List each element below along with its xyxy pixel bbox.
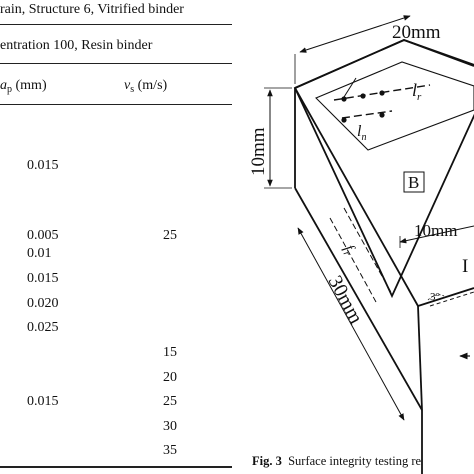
table-cell-ap: 0.015	[27, 158, 59, 173]
dim-inner-arrow	[399, 225, 474, 244]
table-cell-vs: 20	[163, 370, 177, 385]
ap-subscript: p	[7, 84, 12, 95]
figure-caption: Fig. 3 Surface integrity testing re	[252, 454, 421, 469]
block-top-face	[293, 39, 474, 299]
vs-unit: (m/s)	[134, 78, 168, 93]
table-header-bottom-rule	[0, 104, 232, 105]
vs-subscript: s	[130, 84, 135, 95]
dim-30mm-arrow	[297, 227, 405, 421]
angle-label: 3°	[430, 291, 440, 303]
table-cell-vs: 25	[163, 228, 177, 243]
dim-20mm-arrow	[299, 15, 411, 53]
column-header-ap: ap (mm)	[0, 78, 47, 95]
figure-3: lr ln 20mm 10mm 30mm fr B	[232, 0, 474, 474]
table-cell-ap: 0.025	[27, 320, 59, 335]
angle-arc	[427, 294, 445, 301]
block-outline	[293, 39, 474, 474]
track-dot	[341, 117, 347, 123]
ln-label: ln	[357, 123, 366, 143]
block-right-top-edge	[417, 287, 474, 307]
vs-symbol: v	[124, 78, 131, 93]
table-cell-ap: 0.015	[27, 394, 59, 409]
angle-reference-line	[429, 291, 474, 307]
dim-30mm-label: 30mm	[324, 272, 368, 328]
table-divider	[0, 24, 232, 25]
face-b-label: B	[408, 173, 419, 192]
ap-unit: (mm)	[12, 78, 47, 93]
lr-leader	[343, 77, 357, 98]
track-dot	[341, 96, 347, 102]
table-bottom-rule	[0, 466, 232, 468]
table-cell-ap: 0.015	[27, 271, 59, 286]
fr-track-line	[329, 217, 377, 303]
caption-label: Fig. 3	[252, 454, 282, 468]
lr-label: lr	[412, 80, 422, 103]
table-cell-vs: 15	[163, 345, 177, 360]
table-cell-ap: 0.005	[27, 228, 59, 243]
table-cell-vs: 30	[163, 419, 177, 434]
lr-track-dots	[341, 90, 385, 102]
track-dot	[360, 93, 366, 99]
fr-label: fr	[339, 242, 359, 258]
dim-inner-label: 10mm	[414, 221, 457, 240]
dim-10mm-label: 10mm	[248, 127, 269, 176]
table-cell-ap: 0.01	[27, 246, 52, 261]
measurement-zone	[315, 61, 474, 151]
ap-symbol: a	[0, 78, 7, 93]
caption-text: Surface integrity testing re	[288, 454, 422, 468]
table-cell-vs: 25	[163, 394, 177, 409]
dim-20mm-label: 20mm	[392, 22, 441, 43]
table-cell-ap: 0.020	[27, 296, 59, 311]
table-header-top-rule	[0, 63, 232, 64]
ln-track-line	[341, 110, 393, 119]
table-condition-resin: entration 100, Resin binder	[0, 38, 153, 53]
face-b-box	[403, 171, 425, 193]
track-dot	[379, 112, 385, 118]
column-header-vs: vs (m/s)	[124, 78, 167, 95]
block-corner-edge	[417, 305, 423, 411]
table-cell-vs: 35	[163, 443, 177, 458]
parameter-table: rain, Structure 6, Vitrified binder entr…	[0, 0, 232, 474]
fr-track-line	[343, 207, 393, 295]
track-dot	[379, 90, 385, 96]
table-condition-vitrified: rain, Structure 6, Vitrified binder	[0, 2, 184, 17]
face-partial-label: I	[462, 256, 468, 277]
specimen-diagram: lr ln 20mm 10mm 30mm fr B	[248, 15, 474, 474]
